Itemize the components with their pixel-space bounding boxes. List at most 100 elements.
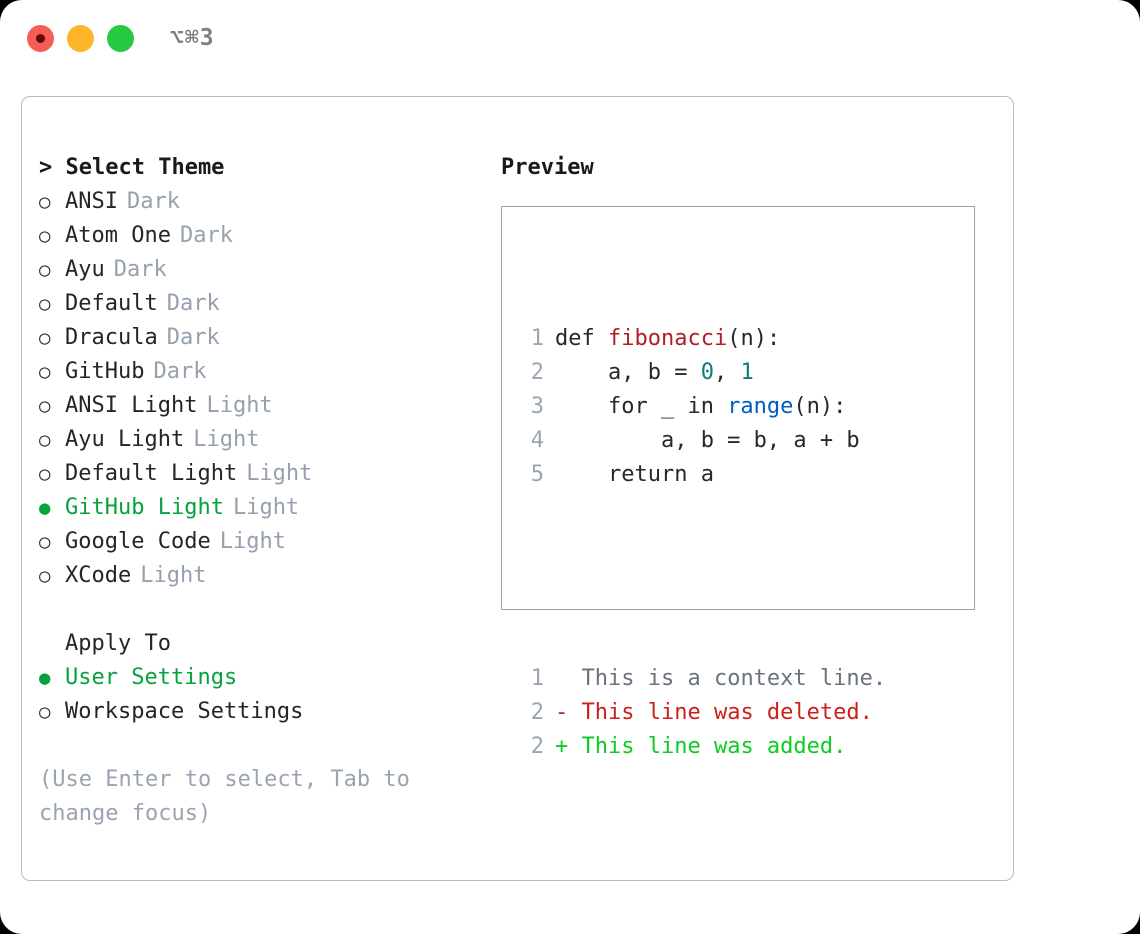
theme-option-atom-one[interactable]: ○ Atom One Dark	[39, 219, 469, 253]
theme-option-label: Dracula	[65, 325, 158, 350]
theme-option-label: XCode	[65, 563, 132, 588]
radio-selected-icon: ●	[39, 497, 51, 519]
theme-option-ansi[interactable]: ○ ANSI Dark	[39, 185, 469, 219]
theme-option-tag: Dark	[113, 257, 167, 282]
line-number: 5	[530, 462, 544, 487]
code-token-num: 1	[740, 360, 754, 385]
line-number: 1	[530, 326, 544, 351]
theme-option-ansi-light[interactable]: ○ ANSI Light Light	[39, 389, 469, 423]
theme-option-tag: Dark	[126, 189, 180, 214]
apply-to-heading-bullet-placeholder: ○	[39, 627, 65, 661]
code-token-plain: return a	[555, 462, 714, 487]
apply-to-option-label: User Settings	[65, 665, 238, 690]
theme-option-tag: Light	[232, 495, 300, 520]
apply-to-option-user-settings[interactable]: ● User Settings	[39, 661, 469, 695]
diff-text: This line was added.	[581, 734, 847, 759]
line-number: 2	[530, 360, 544, 385]
theme-option-tag: Dark	[166, 325, 220, 350]
apply-to-heading-row: ○ Apply To	[39, 627, 469, 661]
apply-to-option-workspace-settings[interactable]: ○Workspace Settings	[39, 695, 469, 729]
diff-marker: -	[555, 700, 582, 725]
code-line: 3 for _ in range(n):	[522, 390, 886, 424]
select-theme-heading: > Select Theme	[39, 155, 225, 180]
code-token-kw: range	[727, 394, 794, 419]
theme-option-tag: Dark	[153, 359, 207, 384]
theme-option-tag: Light	[246, 461, 313, 486]
theme-option-label: Atom One	[65, 223, 171, 248]
code-token-func: fibonacci	[607, 326, 728, 351]
diff-text: This is a context line.	[581, 666, 887, 691]
code-token-plain: for _ in	[555, 394, 728, 419]
code-token-plain: def	[555, 326, 608, 351]
radio-unselected-icon: ○	[39, 361, 51, 383]
theme-option-dracula[interactable]: ○ Dracula Dark	[39, 321, 469, 355]
apply-to-option-list: ● User Settings ○Workspace Settings	[39, 661, 469, 729]
diff-marker: +	[555, 734, 582, 759]
line-number: 1	[530, 666, 544, 691]
theme-option-label: GitHub	[65, 359, 145, 384]
theme-option-label: Default Light	[65, 461, 238, 486]
code-diff-separator	[522, 560, 886, 594]
line-number: 4	[530, 428, 544, 453]
keyboard-hint-text: (Use Enter to select, Tab to change focu…	[39, 767, 410, 826]
theme-option-label: Ayu	[65, 257, 105, 282]
radio-selected-icon: ●	[39, 667, 51, 689]
radio-unselected-icon: ○	[39, 531, 51, 553]
radio-unselected-icon: ○	[39, 429, 51, 451]
list-spacer	[39, 593, 469, 627]
theme-option-github[interactable]: ○ GitHub Dark	[39, 355, 469, 389]
code-token-num: 0	[700, 360, 714, 385]
title-bar: ⌥⌘3	[0, 0, 1140, 78]
close-window-button[interactable]	[27, 25, 54, 52]
code-token-plain: ,	[713, 360, 741, 385]
theme-option-tag: Light	[219, 529, 286, 554]
code-token-plain: a, b = b, a + b	[555, 428, 860, 453]
radio-unselected-icon: ○	[39, 225, 51, 247]
radio-unselected-icon: ○	[39, 327, 51, 349]
theme-option-tag: Light	[206, 393, 273, 418]
apply-to-title: Apply To	[65, 631, 171, 656]
diff-sample: 1 This is a context line.2- This line wa…	[522, 662, 886, 764]
apply-to-option-label: Workspace Settings	[65, 699, 304, 724]
theme-option-github-light[interactable]: ● GitHub Light Light	[39, 491, 469, 525]
diff-line-ctx: 1 This is a context line.	[522, 662, 886, 696]
code-line: 2 a, b = 0, 1	[522, 356, 886, 390]
theme-option-tag: Light	[140, 563, 207, 588]
line-number: 2	[530, 700, 544, 725]
code-token-plain: (n):	[727, 326, 781, 351]
code-token-plain: a, b =	[555, 360, 701, 385]
line-number: 2	[530, 734, 544, 759]
line-number: 3	[530, 394, 544, 419]
diff-line-add: 2 + This line was added.	[522, 730, 886, 764]
radio-unselected-icon: ○	[39, 395, 51, 417]
theme-option-tag: Dark	[179, 223, 233, 248]
diff-line-del: 2- This line was deleted.	[522, 696, 886, 730]
theme-option-label: ANSI	[65, 189, 118, 214]
preview-heading: Preview	[501, 155, 594, 180]
code-line: 4 a, b = b, a + b	[522, 424, 886, 458]
minimize-window-button[interactable]	[67, 25, 94, 52]
radio-unselected-icon: ○	[39, 191, 51, 213]
keyboard-shortcut-label: ⌥⌘3	[170, 25, 215, 51]
diff-marker	[555, 662, 582, 696]
theme-option-label: Default	[65, 291, 158, 316]
theme-option-label: ANSI Light	[65, 393, 198, 418]
theme-option-label: GitHub Light	[65, 495, 224, 520]
theme-option-tag: Dark	[166, 291, 220, 316]
diff-text: This line was deleted.	[581, 700, 873, 725]
theme-option-label: Ayu Light	[65, 427, 185, 452]
maximize-window-button[interactable]	[107, 25, 134, 52]
